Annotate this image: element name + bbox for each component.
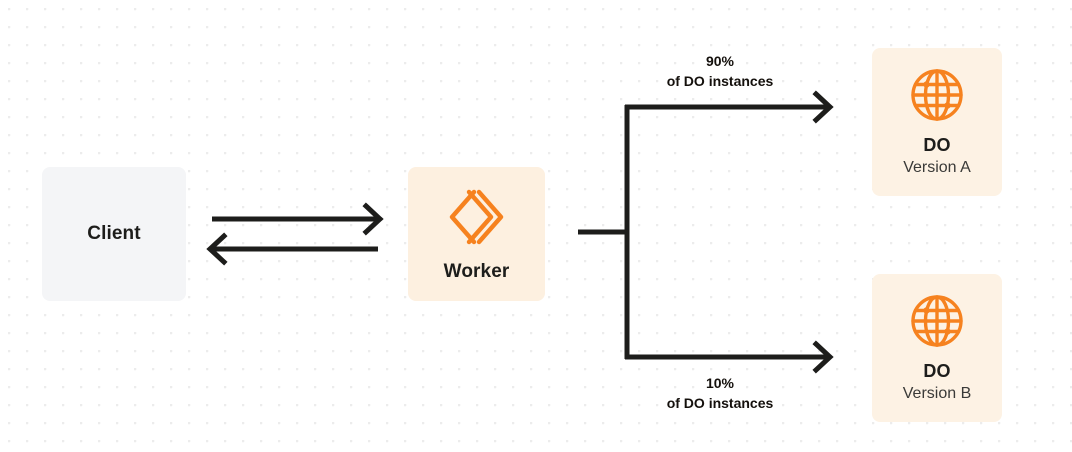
- arrow-worker-to-do-b-head: [812, 340, 834, 374]
- node-do-version-b[interactable]: DO Version B: [872, 274, 1002, 422]
- node-do-version-a[interactable]: DO Version A: [872, 48, 1002, 196]
- edge-label-do-a: 90% of DO instances: [631, 52, 809, 92]
- arrow-worker-to-client-head: [206, 232, 228, 266]
- edge-label-do-a-percent: 90%: [705, 53, 735, 69]
- node-client[interactable]: Client: [42, 167, 186, 301]
- node-do-b-sublabel: Version B: [902, 385, 972, 402]
- edge-label-do-b-description: of DO instances: [666, 394, 774, 411]
- globe-icon: [909, 293, 965, 349]
- edge-label-do-b-percent: 10%: [705, 375, 735, 391]
- arrow-worker-to-do-a-head: [812, 90, 834, 124]
- globe-icon: [909, 67, 965, 123]
- node-worker[interactable]: Worker: [408, 167, 545, 301]
- cloudflare-workers-icon: [445, 185, 509, 249]
- node-do-a-sublabel: Version A: [903, 159, 971, 176]
- edge-label-do-b: 10% of DO instances: [631, 374, 809, 414]
- node-worker-label: Worker: [443, 261, 510, 282]
- node-client-label: Client: [87, 223, 141, 244]
- node-do-b-label: DO: [923, 361, 951, 381]
- edge-label-do-a-description: of DO instances: [666, 72, 774, 89]
- node-do-a-label: DO: [923, 135, 951, 155]
- arrow-client-to-worker-head: [362, 202, 384, 236]
